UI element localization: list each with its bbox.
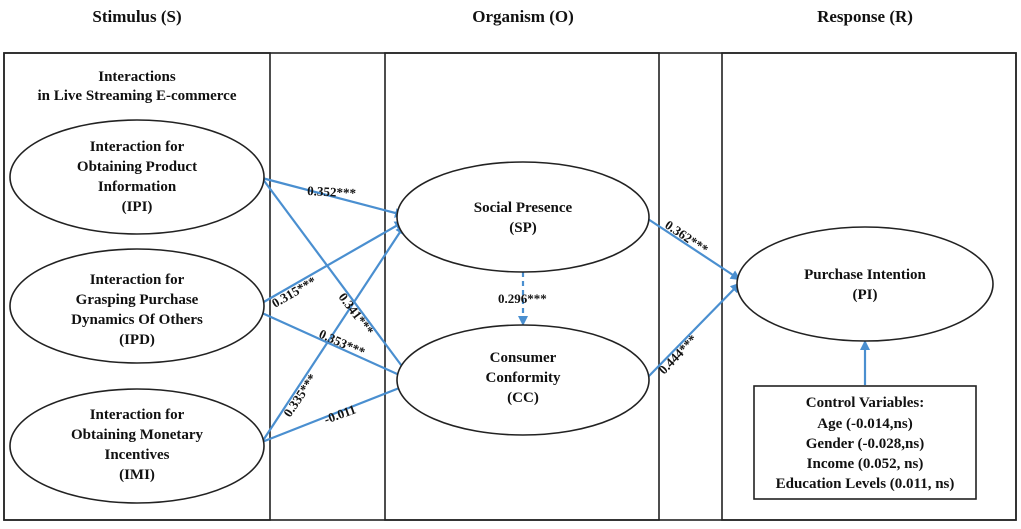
ipi-label-line-3: Information: [98, 179, 177, 195]
ipi-label-line-1: Interaction for: [90, 139, 185, 155]
ipi-label-line-2: Obtaining Product: [77, 159, 197, 175]
control-age: Age (-0.014,ns): [817, 416, 912, 432]
arrow-ipi-sp: [261, 176, 405, 218]
header-stimulus: Stimulus (S): [92, 7, 181, 26]
ipi-label-line-4: (IPI): [122, 199, 153, 215]
stimulus-title-line-2: in Live Streaming E-commerce: [38, 88, 237, 104]
construct-ipi: Interaction for Obtaining Product Inform…: [9, 119, 265, 235]
imi-label-line-1: Interaction for: [90, 407, 185, 423]
coef-cc-pi: 0.444***: [655, 332, 700, 377]
cc-label-line-3: (CC): [507, 390, 539, 406]
ipd-label-line-1: Interaction for: [90, 272, 185, 288]
pi-label-line-1: Purchase Intention: [804, 267, 926, 283]
coef-ipi-sp: 0.352***: [307, 183, 356, 201]
ipd-label-line-3: Dynamics Of Others: [71, 312, 203, 328]
control-variables-box: Control Variables: Age (-0.014,ns) Gende…: [753, 385, 977, 500]
imi-label-line-2: Obtaining Monetary: [71, 427, 204, 443]
coef-ipd-sp: 0.315***: [269, 273, 319, 310]
arrow-sp-pi: [647, 218, 741, 281]
construct-imi: Interaction for Obtaining Monetary Incen…: [9, 388, 265, 504]
sp-label-line-1: Social Presence: [474, 200, 573, 216]
stimulus-title-line-1: Interactions: [98, 69, 176, 85]
response-column: [721, 52, 1017, 521]
ipi-ellipse: [9, 119, 265, 235]
imi-ellipse: [9, 388, 265, 504]
ipd-label-line-2: Grasping Purchase: [76, 292, 199, 308]
pi-label-line-2: (PI): [853, 287, 878, 303]
arrow-imi-cc: [261, 383, 409, 444]
ipd-label-line-4: (IPD): [119, 332, 155, 348]
pi-ellipse: [736, 226, 994, 342]
construct-cc: Consumer Conformity (CC): [396, 324, 650, 436]
arrow-ipd-cc: [261, 311, 408, 380]
coef-sp-pi: 0.362***: [662, 217, 711, 257]
construct-pi: Purchase Intention (PI): [736, 226, 994, 342]
header-response: Response (R): [817, 7, 913, 26]
control-variables-frame: [753, 385, 977, 500]
construct-sp: Social Presence (SP): [396, 161, 650, 273]
header-organism: Organism (O): [472, 7, 574, 26]
sp-label-line-2: (SP): [509, 220, 537, 236]
stimulus-column: [3, 52, 271, 521]
imi-label-line-3: Incentives: [105, 447, 170, 463]
coef-sp-cc: 0.296***: [498, 291, 547, 306]
organism-column: [384, 52, 660, 521]
imi-label-line-4: (IMI): [119, 467, 155, 483]
cc-label-line-1: Consumer: [490, 350, 557, 366]
control-gender: Gender (-0.028,ns): [806, 436, 924, 452]
control-income: Income (0.052, ns): [807, 456, 924, 472]
control-variables-title: Control Variables:: [806, 395, 924, 411]
coef-imi-sp: 0.335***: [280, 371, 320, 420]
coef-imi-cc: -0.011: [322, 401, 358, 426]
control-education: Education Levels (0.011, ns): [776, 476, 955, 492]
cc-label-line-2: Conformity: [486, 370, 561, 386]
cc-ellipse: [396, 324, 650, 436]
arrow-cc-pi: [647, 282, 741, 378]
construct-ipd: Interaction for Grasping Purchase Dynami…: [9, 248, 265, 364]
ipd-ellipse: [9, 248, 265, 364]
arrow-ipi-cc: [261, 177, 409, 375]
arrow-ipd-sp: [261, 221, 405, 304]
coef-ipd-cc: 0.353***: [317, 326, 368, 360]
arrow-imi-sp: [261, 224, 406, 443]
sp-ellipse: [396, 161, 650, 273]
path-arrows: [261, 176, 870, 444]
